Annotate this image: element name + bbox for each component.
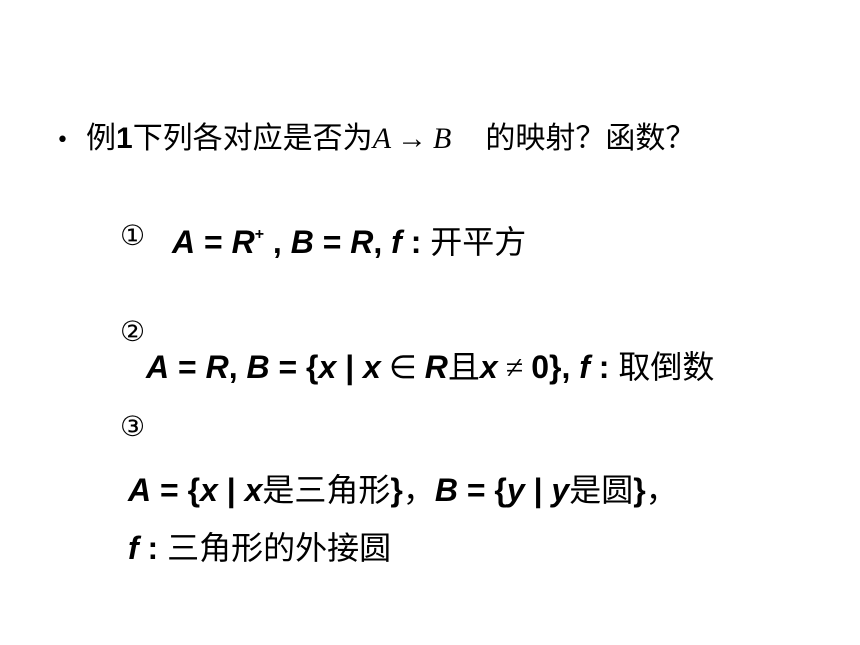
item1-f: f: [391, 224, 402, 260]
item2-a: A: [146, 349, 170, 385]
title-set-a: A: [372, 122, 392, 155]
item2-marker: ②: [120, 315, 146, 348]
item1-r2: R: [350, 224, 374, 260]
item3-desc1: 是三角形: [262, 471, 391, 509]
item2-f: f: [570, 349, 590, 385]
item1-r: R: [231, 224, 255, 260]
item3-a: A: [128, 472, 152, 508]
item2-r2: R: [424, 349, 448, 385]
title-prefix: 例: [86, 121, 116, 156]
item2-bar: |: [336, 349, 364, 385]
item2-in: ∈: [380, 349, 425, 385]
item3-bar1: |: [217, 472, 245, 508]
item2-eq2: = {: [269, 349, 319, 385]
item3-sep2: ，: [645, 471, 678, 509]
item3-y1: y: [506, 472, 525, 508]
item3-close2: }: [633, 472, 646, 508]
item2-b: B: [246, 349, 270, 385]
bullet-icon: •: [56, 128, 69, 153]
item3-mapping: f : 三角形的外接圆: [128, 532, 391, 564]
item3-f: f: [128, 530, 139, 566]
item3-b: B: [434, 472, 458, 508]
item2-x2: x: [363, 349, 381, 385]
item2-x1: x: [318, 349, 337, 385]
item2-r: R: [205, 349, 229, 385]
item1-colon: :: [401, 224, 431, 260]
item2-zero: 0},: [531, 349, 571, 385]
title-number: 1: [116, 122, 133, 155]
item2-neq: ≠: [497, 349, 532, 385]
item1-b: B: [290, 224, 314, 260]
item1-desc: 开平方: [430, 223, 527, 261]
item3-marker: ③: [120, 410, 146, 443]
item3-sep: ，: [402, 471, 435, 509]
item3-desc2: 是圆: [569, 471, 634, 509]
item1-marker: ①: [120, 219, 146, 252]
item3-desc3: 三角形的外接圆: [167, 529, 392, 567]
item3-statement: A = {x | x是三角形}，B = {y | y是圆}，: [128, 474, 678, 506]
item2-statement: A = R, B = {x | x ∈ R且x ≠ 0}, f : 取倒数: [146, 351, 714, 383]
example-title: 例1下列各对应是否为A→B 的映射？函数？: [86, 124, 695, 154]
item1-comma2: ,: [373, 224, 392, 260]
item3-y2: y: [551, 472, 570, 508]
item2-comma1: ,: [228, 349, 247, 385]
item3-eq2: = {: [457, 472, 507, 508]
item1-a: A: [172, 224, 196, 260]
item2-x3: x: [479, 349, 498, 385]
title-rest: 下列各对应是否为: [132, 121, 373, 156]
title-arrow: →: [397, 122, 428, 155]
item3-colon: :: [138, 530, 168, 566]
item3-close1: }: [390, 472, 403, 508]
item2-colon: :: [589, 349, 619, 385]
item1-eq1: =: [195, 224, 232, 260]
item3-x2: x: [244, 472, 263, 508]
item3-eq1: = {: [151, 472, 201, 508]
item1-eq2: =: [313, 224, 351, 260]
item3-x1: x: [200, 472, 218, 508]
title-set-b: B: [433, 122, 452, 155]
item1-statement: A = R+ , B = R, f : 开平方: [172, 226, 526, 258]
item3-bar2: |: [524, 472, 552, 508]
item2-desc: 取倒数: [618, 348, 715, 386]
item1-sup: +: [254, 226, 265, 243]
item1-comma1: ,: [264, 224, 291, 260]
item2-and: 且: [447, 348, 480, 386]
title-suffix: 的映射？函数？: [485, 121, 696, 156]
item2-eq1: =: [169, 349, 206, 385]
